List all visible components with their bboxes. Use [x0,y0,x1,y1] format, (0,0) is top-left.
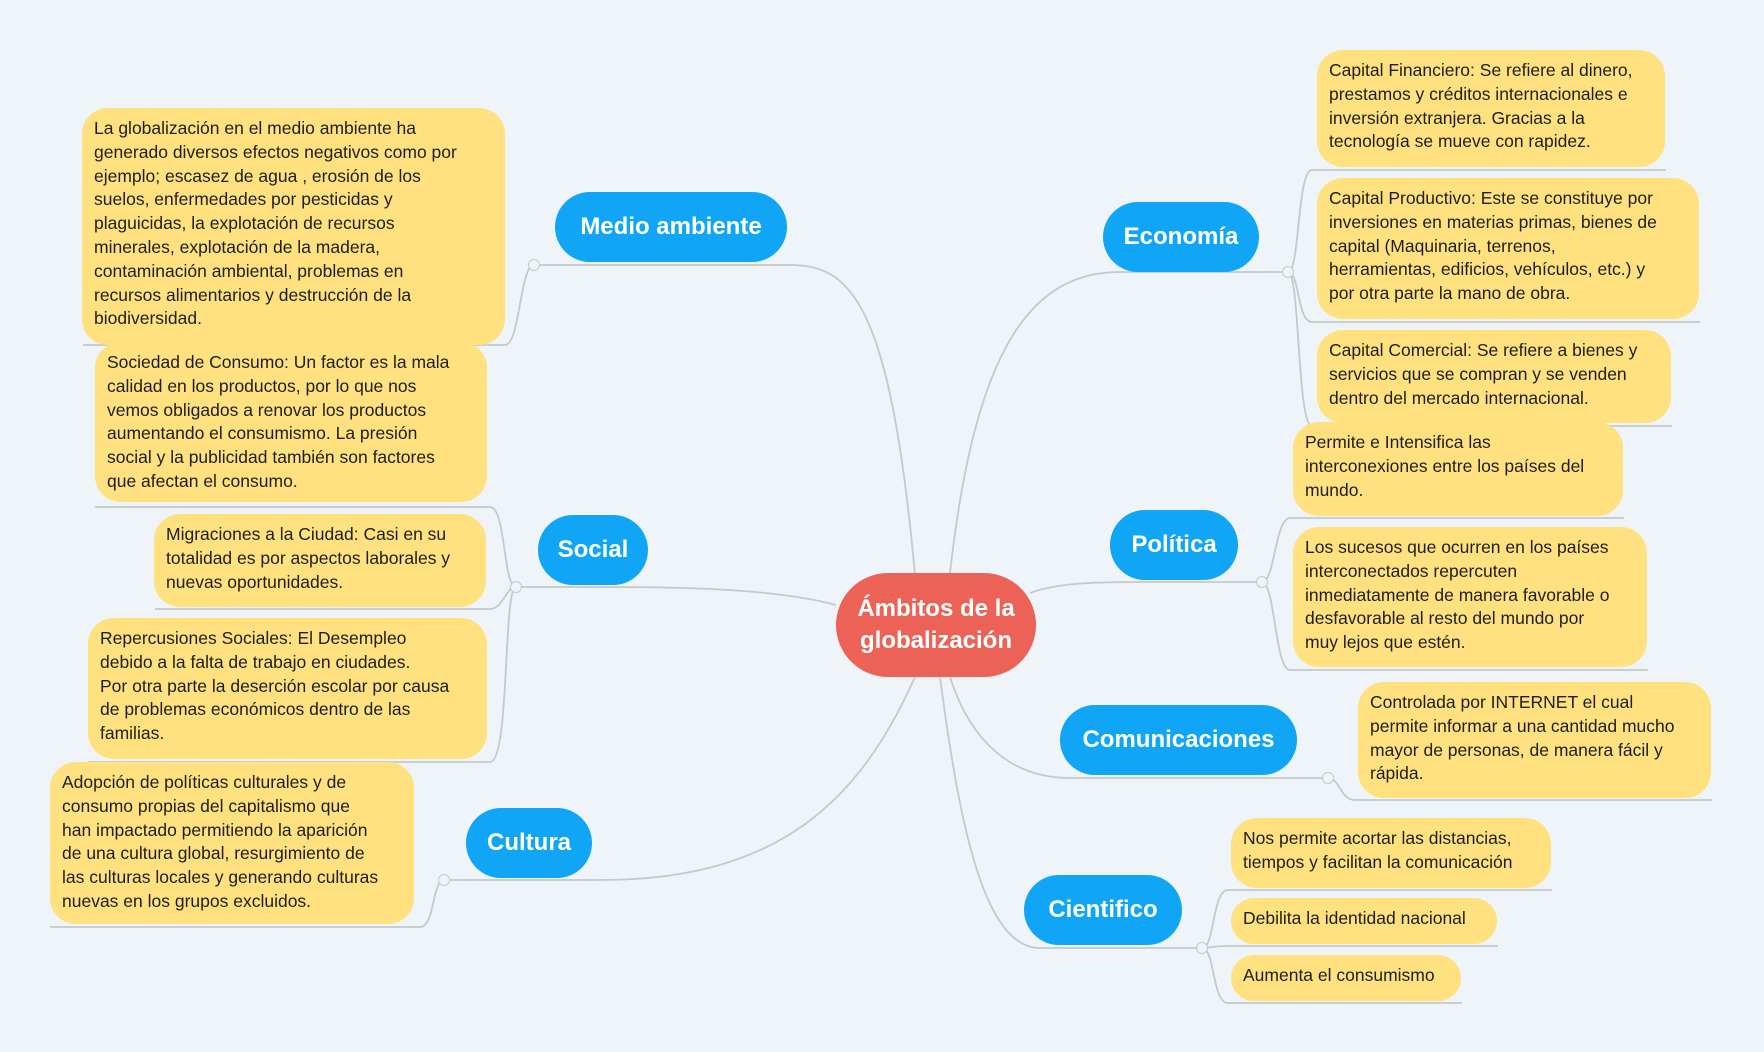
topic-economia[interactable]: Economía [1103,202,1259,272]
note-social-consumo[interactable]: Sociedad de Consumo: Un factor es la mal… [95,342,487,502]
connector-comunicaciones [949,676,1290,779]
note-social-migraciones[interactable]: Migraciones a la Ciudad: Casi en su tota… [154,514,486,607]
collapse-dot-cientifico[interactable] [1196,942,1208,954]
topic-politica[interactable]: Política [1110,510,1238,580]
note-social-repercusiones[interactable]: Repercusiones Sociales: El Desempleo deb… [88,618,487,759]
topic-social[interactable]: Social [538,515,648,585]
collapse-dot-economia[interactable] [1282,266,1294,278]
central-topic[interactable]: Ámbitos de la globalización [836,573,1036,677]
topic-medio-ambiente[interactable]: Medio ambiente [555,192,787,262]
note-cientifico-distancias[interactable]: Nos permite acortar las distancias, tiem… [1231,818,1551,888]
connector-economia [949,271,1250,574]
note-cientifico-identidad[interactable]: Debilita la identidad nacional [1231,898,1497,944]
note-economia-financiero[interactable]: Capital Financiero: Se refiere al dinero… [1317,50,1665,167]
note-medio-ambiente[interactable]: La globalización en el medio ambiente ha… [82,108,505,345]
note-politica-interconexiones[interactable]: Permite e Intensifica las interconexione… [1293,422,1623,516]
note-cultura[interactable]: Adopción de políticas culturales y de co… [50,762,414,924]
collapse-dot-social[interactable] [510,581,522,593]
connector-social [540,586,837,606]
topic-cientifico[interactable]: Cientifico [1024,875,1182,945]
collapse-dot-politica[interactable] [1256,576,1268,588]
topic-comunicaciones[interactable]: Comunicaciones [1060,705,1297,775]
collapse-dot-cultura[interactable] [438,874,450,886]
connector-medio-ambiente [640,264,916,576]
connector-cultura [527,676,916,881]
collapse-dot-medio-ambiente[interactable] [528,259,540,271]
topic-cultura[interactable]: Cultura [466,808,592,878]
note-politica-sucesos[interactable]: Los sucesos que ocurren en los países in… [1293,527,1647,667]
connector-social-notes-3 [88,586,517,763]
note-economia-productivo[interactable]: Capital Productivo: Este se constituye p… [1317,178,1699,319]
connector-politica [1029,581,1240,594]
note-comunicaciones[interactable]: Controlada por INTERNET el cual permite … [1358,682,1711,798]
connector-cientifico [939,676,1180,949]
collapse-dot-comunicaciones[interactable] [1322,772,1334,784]
note-cientifico-consumismo[interactable]: Aumenta el consumismo [1231,955,1461,1001]
note-economia-comercial[interactable]: Capital Comercial: Se refiere a bienes y… [1317,330,1671,423]
connector-cientifico-notes-2 [1201,945,1498,949]
